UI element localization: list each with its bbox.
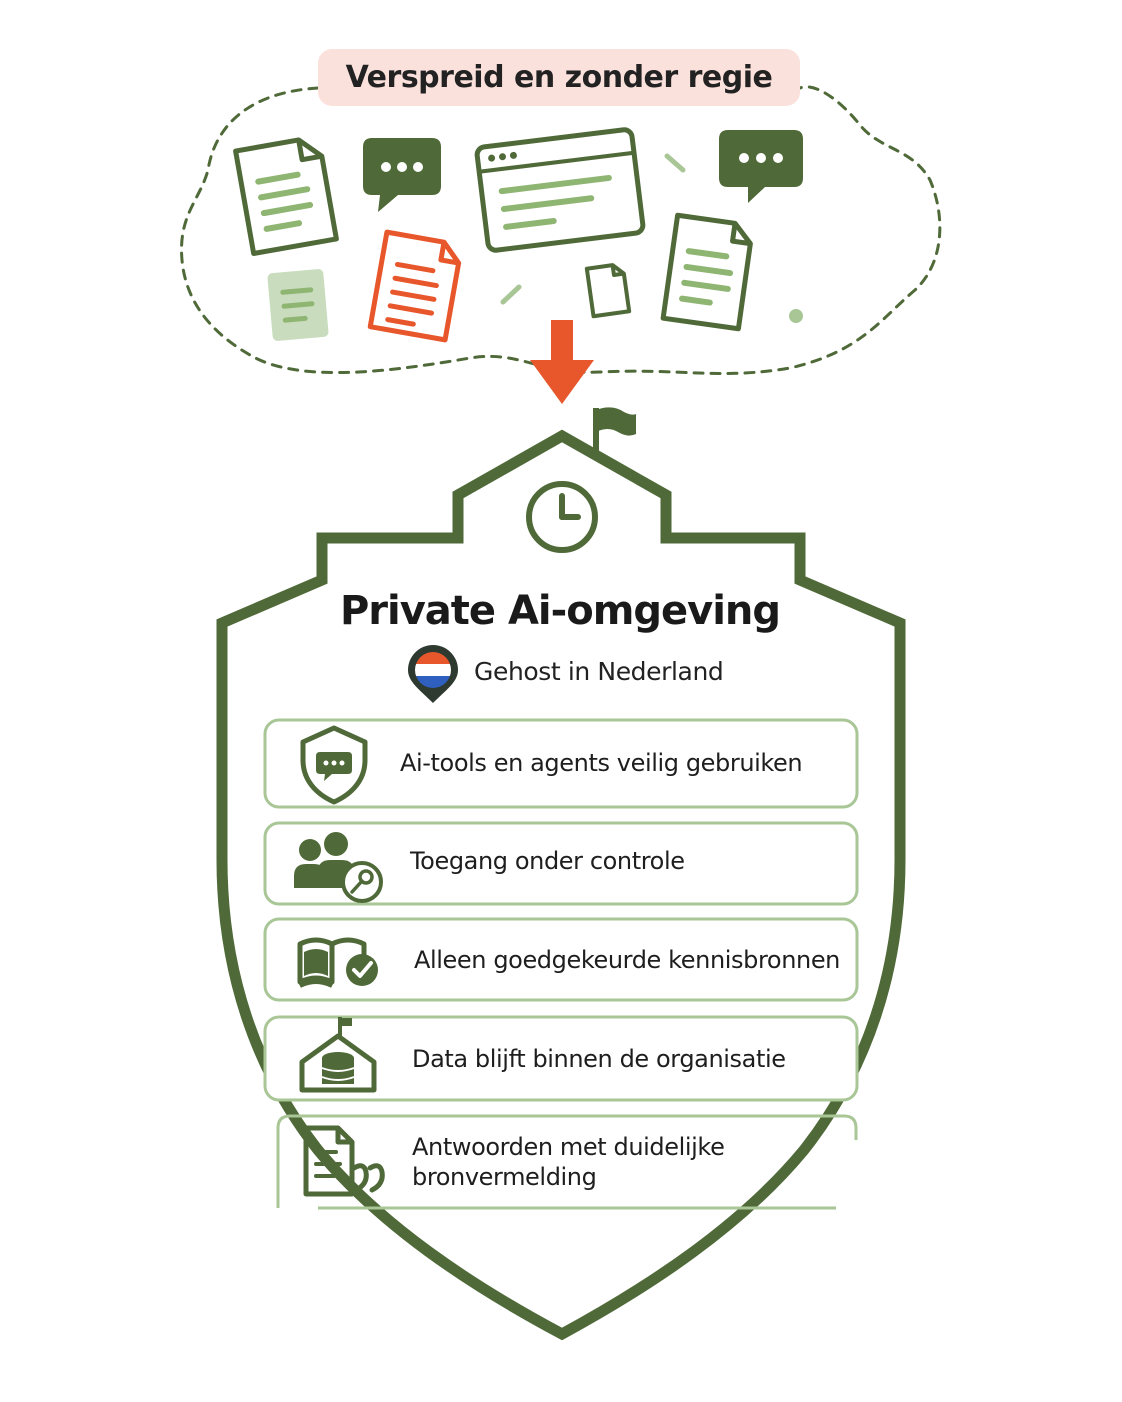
scatter-label-pill: Verspreid en zonder regie — [318, 49, 800, 106]
feature-label: Data blijft binnen de organisatie — [412, 1045, 786, 1073]
clock-icon — [526, 481, 598, 553]
arrow-down-icon — [530, 320, 594, 404]
scatter-label: Verspreid en zonder regie — [345, 60, 773, 95]
book-check-icon — [297, 937, 378, 988]
feature-label-line: Antwoorden met duidelijke — [412, 1133, 725, 1161]
scatter-particle — [500, 284, 522, 305]
feature-label: Ai-tools en agents veilig gebruiken — [400, 749, 803, 777]
shield-title: Private Ai-omgeving — [339, 588, 781, 634]
document-icon — [267, 269, 329, 341]
feature-label-multiline: Antwoorden met duidelijke bronvermelding — [412, 1132, 725, 1192]
feature-row-box — [263, 1015, 859, 1102]
feature-label: Alleen goedgekeurde kennisbronnen — [414, 946, 840, 974]
house-database-icon — [299, 1017, 377, 1093]
feature-label-line: bronvermelding — [412, 1163, 597, 1191]
document-icon — [233, 137, 339, 257]
document-icon — [584, 263, 632, 319]
document-quote-icon — [303, 1125, 385, 1197]
scatter-particle — [789, 309, 803, 323]
users-key-icon — [294, 832, 383, 903]
dutch-flag-pin-icon — [408, 645, 458, 703]
shield-chat-icon — [300, 725, 368, 805]
chat-bubble-icon — [719, 130, 803, 203]
feature-row-box — [263, 718, 859, 809]
flag-icon — [593, 407, 636, 460]
chat-bubble-icon — [363, 138, 441, 212]
scatter-particle — [664, 153, 686, 173]
feature-row-box — [276, 1114, 858, 1208]
feature-row-box — [263, 821, 859, 906]
document-icon — [660, 212, 753, 332]
browser-window-icon — [474, 127, 646, 253]
feature-row-box — [263, 917, 859, 1002]
location-label: Gehost in Nederland — [474, 657, 724, 686]
feature-label: Toegang onder controle — [410, 847, 685, 875]
document-icon — [367, 229, 462, 343]
